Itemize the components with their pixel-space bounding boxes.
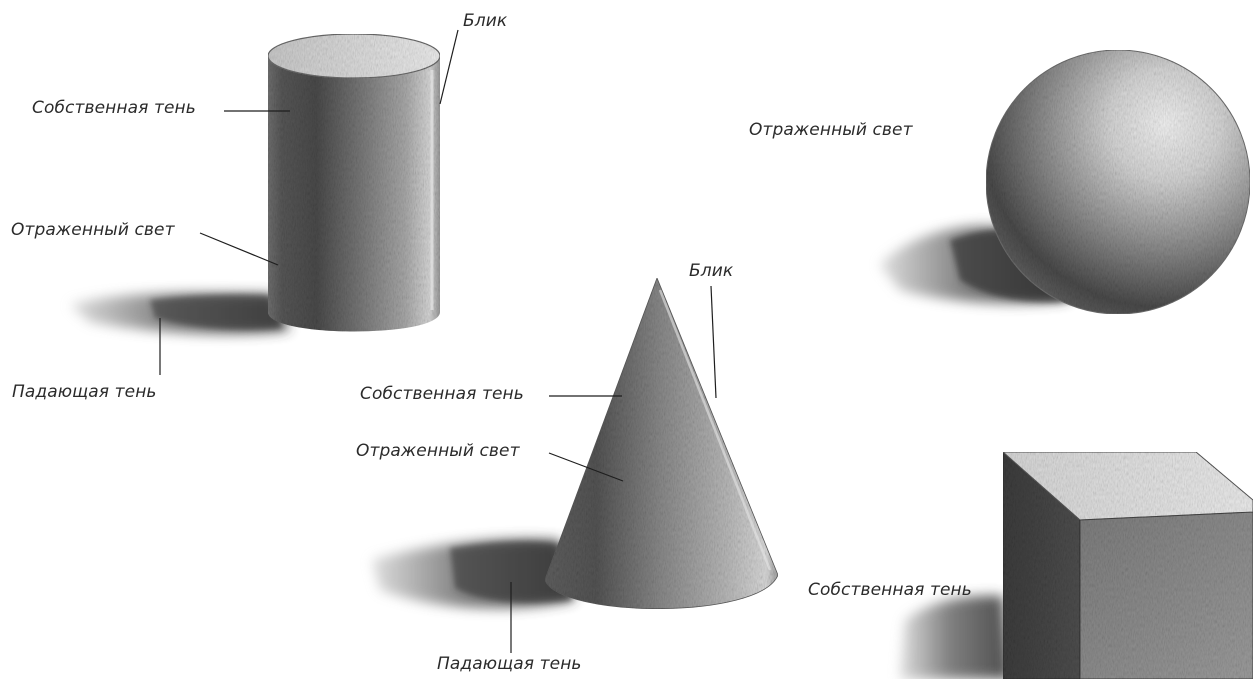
sphere-group xyxy=(880,50,1250,314)
label-cone-highlight: Блик xyxy=(689,261,733,281)
cone-body xyxy=(545,278,778,609)
label-cone-cast-shadow: Падающая тень xyxy=(437,654,582,674)
label-cylinder-highlight: Блик xyxy=(463,11,507,31)
sphere-body xyxy=(986,50,1250,314)
label-cylinder-cast-shadow: Падающая тень xyxy=(12,382,157,402)
leader-cylinder-reflected xyxy=(200,233,278,265)
label-cone-own-shadow: Собственная тень xyxy=(360,384,524,404)
label-cylinder-reflected-light: Отраженный свет xyxy=(11,220,175,240)
cylinder-group xyxy=(70,34,440,334)
label-cylinder-own-shadow: Собственная тень xyxy=(32,98,196,118)
cube-front-face xyxy=(1080,512,1253,679)
label-cube-own-shadow: Собственная тень xyxy=(808,580,972,600)
leader-cone-highlight xyxy=(711,286,716,398)
leader-cylinder-highlight xyxy=(440,30,458,104)
cylinder-body xyxy=(268,58,440,332)
cube-group xyxy=(900,452,1253,679)
label-sphere-reflected-light: Отраженный свет xyxy=(749,120,913,140)
cylinder-top xyxy=(268,34,440,78)
label-cone-reflected-light: Отраженный свет xyxy=(356,441,520,461)
cube-cast-shadow xyxy=(900,596,1010,679)
